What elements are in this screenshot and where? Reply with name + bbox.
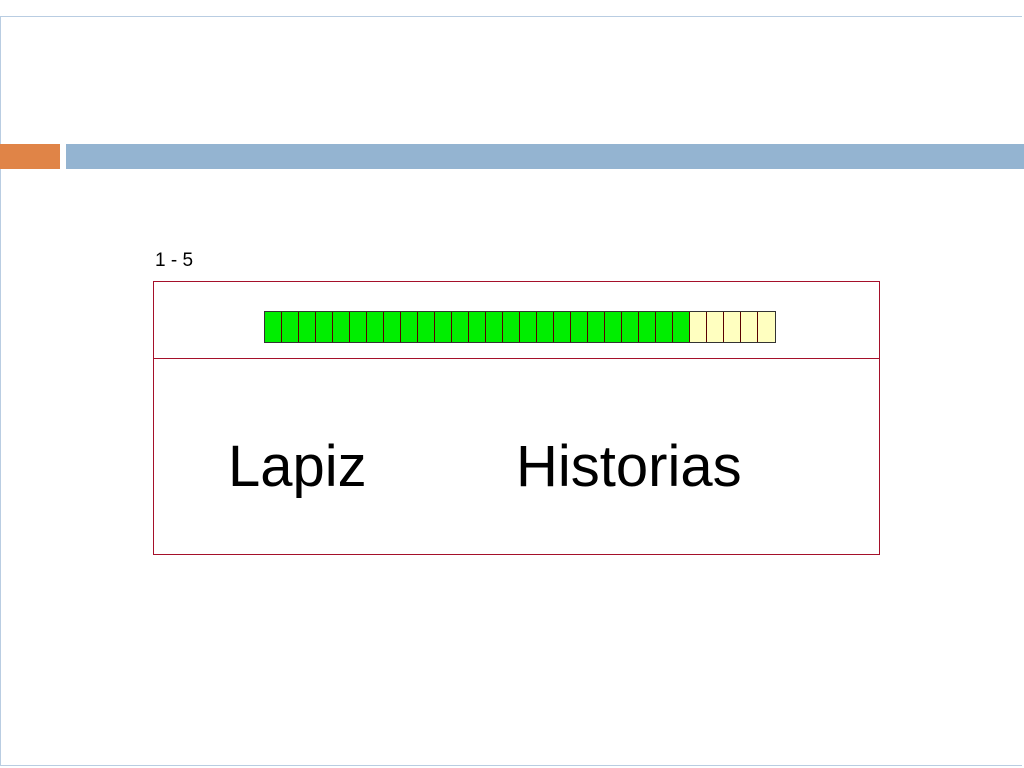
timer-segment-elapsed <box>299 312 316 342</box>
timer-segment-elapsed <box>605 312 622 342</box>
timer-segment-elapsed <box>486 312 503 342</box>
word-left: Lapiz <box>228 434 367 499</box>
slide-frame <box>0 16 1022 766</box>
timer-segment-elapsed <box>282 312 299 342</box>
timer-segment-remaining <box>758 312 775 342</box>
timer-segment-elapsed <box>435 312 452 342</box>
timer-segment-elapsed <box>588 312 605 342</box>
divider <box>154 358 879 359</box>
timer-segment-remaining <box>707 312 724 342</box>
timer-segment-elapsed <box>452 312 469 342</box>
timer-segment-elapsed <box>520 312 537 342</box>
game-box: Lapiz Historias <box>153 281 880 555</box>
timer-segment-elapsed <box>333 312 350 342</box>
timer-segment-elapsed <box>554 312 571 342</box>
timer-segment-elapsed <box>418 312 435 342</box>
timer-segment-remaining <box>690 312 707 342</box>
timer-segment-elapsed <box>350 312 367 342</box>
timer-segment-elapsed <box>265 312 282 342</box>
timer-segment-elapsed <box>401 312 418 342</box>
timer-segment-elapsed <box>673 312 690 342</box>
timer-segment-remaining <box>724 312 741 342</box>
timer-progress-bar <box>264 311 776 343</box>
accent-bar-orange <box>0 144 60 169</box>
timer-segment-elapsed <box>656 312 673 342</box>
accent-bar-blue <box>66 144 1024 169</box>
timer-segment-elapsed <box>622 312 639 342</box>
timer-segment-elapsed <box>316 312 333 342</box>
range-label: 1 - 5 <box>155 250 194 271</box>
timer-segment-remaining <box>741 312 758 342</box>
timer-segment-elapsed <box>384 312 401 342</box>
timer-segment-elapsed <box>367 312 384 342</box>
timer-segment-elapsed <box>571 312 588 342</box>
timer-segment-elapsed <box>469 312 486 342</box>
timer-segment-elapsed <box>537 312 554 342</box>
word-right: Historias <box>516 434 742 499</box>
timer-segment-elapsed <box>503 312 520 342</box>
word-pair: Lapiz Historias <box>154 427 879 507</box>
timer-segment-elapsed <box>639 312 656 342</box>
